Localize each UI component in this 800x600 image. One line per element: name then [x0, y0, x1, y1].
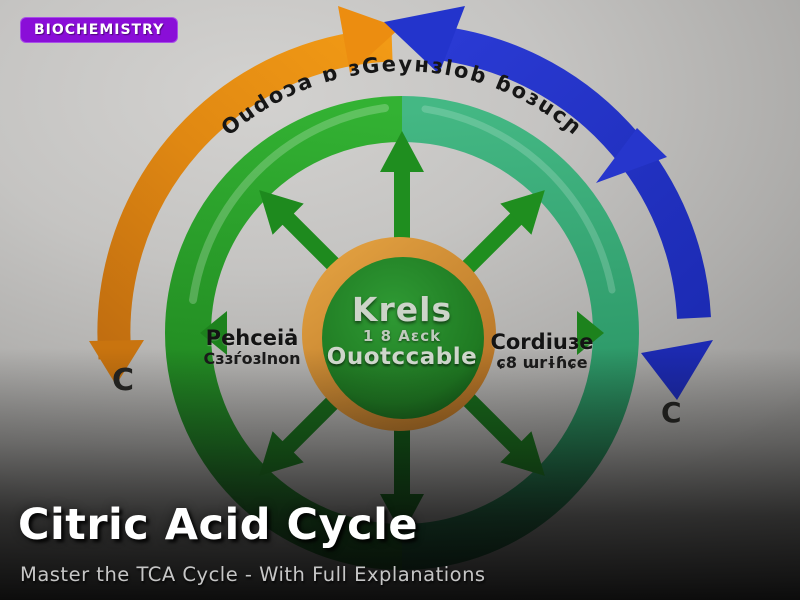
- hub-caption: Ouotccable: [326, 344, 478, 370]
- right-terminal-letter: C: [661, 396, 682, 429]
- category-badge: BIOCHEMISTRY: [20, 17, 179, 43]
- right-spoke-label-line1: Cordiuɜe: [490, 330, 594, 354]
- left-spoke-label-line2: Cзɜѓoɜlnon: [203, 348, 301, 368]
- left-terminal-letter: C: [112, 363, 135, 398]
- right-spoke-label: Cordiuɜe ɕ8 ɯrɨɦɕe: [476, 331, 608, 371]
- left-spoke-label-line1: Pehceiȧ: [205, 326, 299, 350]
- spoke-arrow-n: [380, 131, 424, 248]
- hub-title: Krels: [351, 290, 453, 329]
- hub-subtitle: 1 8 Aɛck: [362, 327, 442, 345]
- blue-arrowhead-bottom-icon: [641, 340, 713, 400]
- page-title: Citric Acid Cycle: [18, 500, 418, 550]
- left-spoke-label: Pehceiȧ Cзɜѓoɜlnon: [186, 327, 318, 367]
- page-subtitle: Master the TCA Cycle - With Full Explana…: [20, 563, 486, 586]
- right-spoke-label-line2: ɕ8 ɯrɨɦɕe: [496, 352, 588, 372]
